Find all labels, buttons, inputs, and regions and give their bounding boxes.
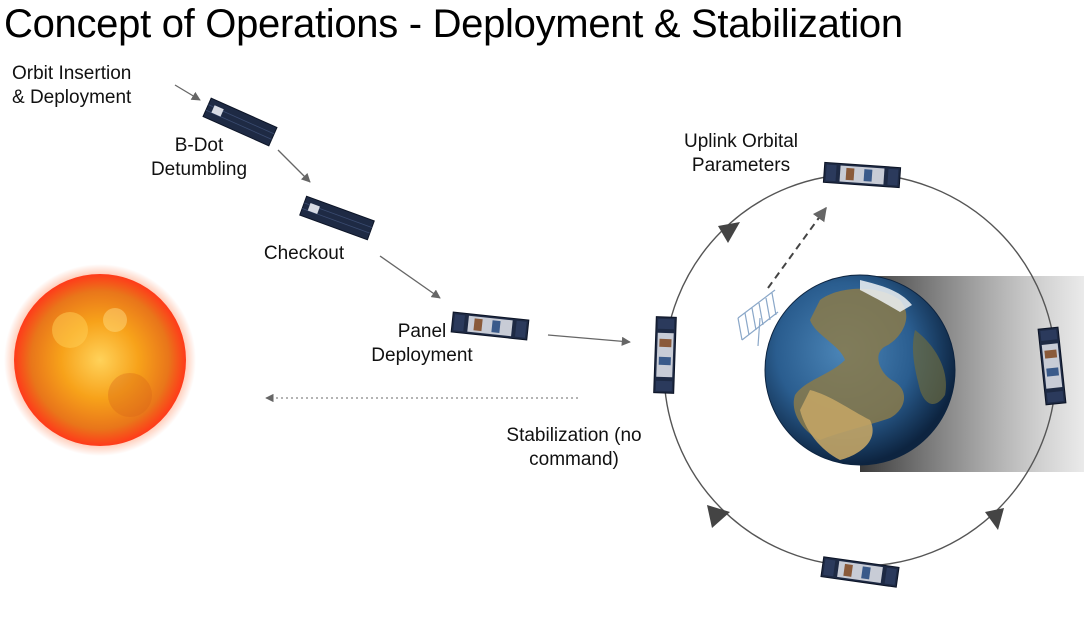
label-orbit-insertion: Orbit Insertion & Deployment (12, 62, 131, 110)
arrow-checkout-to-panel (379, 255, 441, 299)
label-checkout-line1: Checkout (263, 243, 345, 264)
label-panel-line1: Panel (397, 321, 447, 342)
label-stabilization-line1: Stabilization (no (506, 425, 642, 446)
label-bdot-line2: Detumbling (150, 159, 248, 180)
label-bdot-line1: B-Dot (174, 135, 224, 156)
label-bdot-detumbling: B-Dot Detumbling (140, 134, 258, 182)
satellite-orbit-top (822, 161, 902, 189)
label-stabilization-line2: command) (529, 449, 619, 470)
label-uplink-line2: Parameters (691, 155, 791, 176)
orbit-arrow-lower-left (707, 505, 730, 528)
antenna-icon (737, 289, 779, 347)
satellite-orbit-bottom (820, 556, 900, 588)
page-title: Concept of Operations - Deployment & Sta… (4, 2, 903, 46)
orbit-arrow-upper-left (718, 222, 740, 243)
label-uplink: Uplink Orbital Parameters (668, 130, 814, 178)
arrow-insertion-to-bdot (174, 84, 201, 101)
uplink-arrow (767, 206, 827, 289)
satellite-checkout (299, 195, 375, 241)
label-panel-deployment: Panel Deployment (358, 320, 486, 368)
earth-image (764, 274, 956, 466)
arrow-bdot-to-checkout (277, 149, 311, 183)
label-orbit-insertion-line2: & Deployment (12, 87, 132, 108)
satellite-orbit-left (653, 316, 677, 394)
orbit-arrow-lower-right (985, 508, 1004, 530)
label-orbit-insertion-line1: Orbit Insertion (12, 63, 132, 84)
sun-image (4, 264, 196, 456)
label-uplink-line1: Uplink Orbital (683, 131, 799, 152)
arrow-panel-to-orbit (547, 334, 631, 346)
label-panel-line2: Deployment (371, 345, 473, 366)
label-stabilization: Stabilization (no command) (490, 424, 658, 472)
label-checkout: Checkout (246, 242, 362, 266)
